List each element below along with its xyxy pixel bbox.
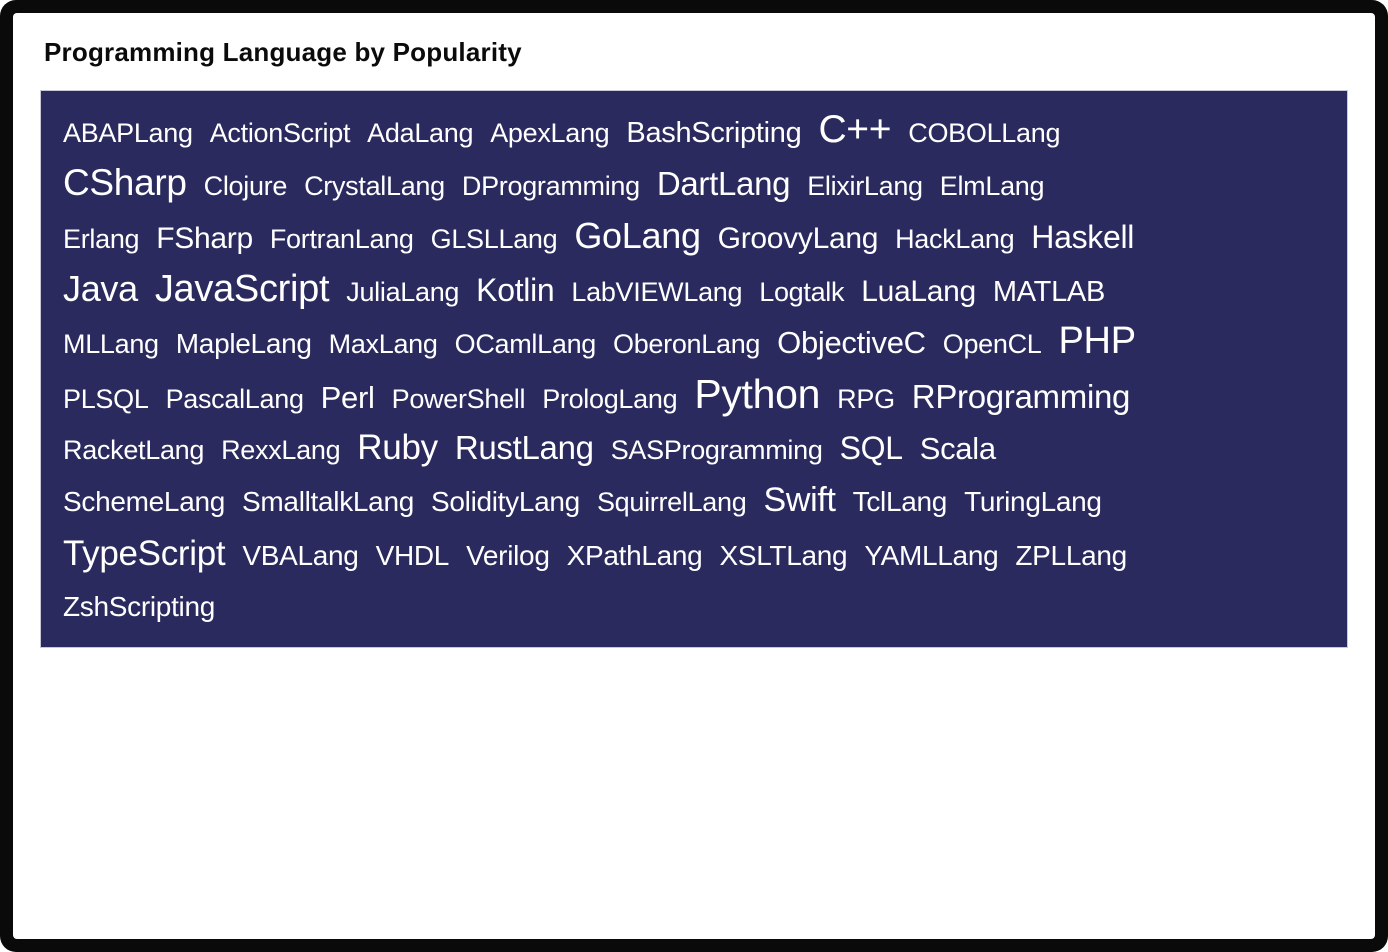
cloud-row: Erlang FSharp FortranLang GLSLLang GoLang Gro… — [63, 209, 1325, 262]
cloud-word[interactable]: Clojure — [203, 171, 288, 201]
cloud-row: PLSQL PascalLang Perl PowerShell PrologLang P… — [63, 368, 1325, 421]
chart-title: Programming Language by Popularity — [44, 37, 522, 67]
cloud-word[interactable]: CrystalLang — [304, 171, 445, 201]
cloud-word[interactable]: ABAPLang — [63, 118, 193, 148]
chart-card: Programming Language by Popularity ABAPL… — [13, 13, 1375, 939]
cloud-word[interactable]: RustLang — [454, 429, 594, 466]
cloud-row: CSharp Clojure CrystalLang DProgramming Dart… — [63, 156, 1325, 209]
cloud-word[interactable]: SchemeLang — [63, 486, 226, 517]
cloud-word[interactable]: MLLang — [63, 329, 159, 359]
cloud-row: ABAPLang ActionScript AdaLang ApexLang BashS… — [63, 103, 1325, 156]
cloud-word[interactable]: JuliaLang — [346, 277, 460, 307]
cloud-word[interactable]: SquirrelLang — [596, 487, 747, 517]
cloud-word[interactable]: COBOLLang — [908, 118, 1061, 148]
cloud-word[interactable]: GoLang — [574, 215, 701, 256]
cloud-word[interactable]: OberonLang — [613, 329, 761, 359]
cloud-word[interactable]: C++ — [818, 108, 892, 151]
cloud-word[interactable]: Logtalk — [759, 277, 845, 307]
cloud-word[interactable]: OCamlLang — [454, 329, 597, 359]
cloud-word[interactable]: XSLTLang — [719, 540, 848, 571]
cloud-word[interactable]: ZshScripting — [63, 591, 216, 622]
cloud-word[interactable]: ObjectiveC — [777, 325, 926, 360]
cloud-word[interactable]: FSharp — [156, 222, 253, 255]
cloud-word[interactable]: RPG — [837, 384, 895, 414]
cloud-word[interactable]: MATLAB — [992, 276, 1105, 308]
cloud-word[interactable]: DProgramming — [461, 171, 640, 201]
cloud-word[interactable]: Ruby — [357, 428, 438, 467]
cloud-word[interactable]: TclLang — [852, 486, 948, 517]
cloud-row: Java JavaScript JuliaLang Kotlin LabVIEWLang… — [63, 262, 1325, 315]
cloud-row: MLLang MapleLang MaxLang OCamlLang OberonLan… — [63, 315, 1325, 368]
cloud-word[interactable]: XPathLang — [566, 540, 703, 571]
cloud-word[interactable]: JavaScript — [154, 268, 330, 310]
cloud-word[interactable]: SmalltalkLang — [242, 486, 414, 517]
cloud-word[interactable]: Scala — [919, 431, 996, 466]
cloud-word[interactable]: PLSQL — [63, 384, 149, 414]
cloud-word[interactable]: ApexLang — [490, 118, 610, 148]
cloud-word[interactable]: BashScripting — [626, 117, 802, 149]
cloud-word[interactable]: AdaLang — [367, 118, 474, 148]
cloud-word[interactable]: MapleLang — [175, 328, 312, 359]
cloud-row: SchemeLang SmalltalkLang SolidityLang Squir… — [63, 474, 1325, 527]
cloud-word[interactable]: GLSLLang — [430, 224, 558, 254]
cloud-word[interactable]: TuringLang — [964, 486, 1102, 517]
cloud-word[interactable]: FortranLang — [269, 224, 414, 254]
cloud-word[interactable]: CSharp — [63, 162, 187, 203]
cloud-word[interactable]: LabVIEWLang — [571, 277, 743, 307]
cloud-word[interactable]: VBALang — [242, 540, 359, 571]
cloud-word[interactable]: SQL — [839, 430, 903, 466]
cloud-word[interactable]: PowerShell — [391, 384, 526, 414]
word-cloud: ABAPLang ActionScript AdaLang ApexLang BashS… — [40, 90, 1348, 648]
cloud-word[interactable]: SASProgramming — [610, 435, 823, 465]
cloud-word[interactable]: PHP — [1058, 320, 1137, 362]
cloud-word[interactable]: SolidityLang — [431, 486, 580, 517]
cloud-word[interactable]: HackLang — [895, 224, 1015, 254]
cloud-word[interactable]: Swift — [763, 481, 836, 519]
cloud-word[interactable]: Haskell — [1031, 219, 1135, 255]
cloud-row: ZshScripting — [63, 580, 1325, 633]
cloud-word[interactable]: OpenCL — [942, 329, 1042, 359]
cloud-word[interactable]: Kotlin — [476, 272, 555, 308]
cloud-word[interactable]: PascalLang — [165, 384, 304, 414]
cloud-word[interactable]: GroovyLang — [717, 222, 879, 255]
cloud-word[interactable]: MaxLang — [328, 329, 438, 359]
cloud-word[interactable]: ElmLang — [939, 171, 1045, 201]
cloud-word[interactable]: ElixirLang — [807, 171, 923, 201]
cloud-word[interactable]: Verilog — [466, 540, 550, 571]
cloud-row: RacketLang RexxLang Ruby RustLang SASProgram… — [63, 421, 1325, 474]
cloud-word[interactable]: VHDL — [375, 540, 450, 571]
cloud-word[interactable]: RacketLang — [63, 435, 205, 465]
cloud-word[interactable]: Perl — [320, 380, 375, 415]
cloud-word[interactable]: YAMLLang — [864, 540, 999, 571]
cloud-word[interactable]: RexxLang — [221, 435, 341, 465]
cloud-word[interactable]: RProgramming — [911, 378, 1131, 415]
cloud-word[interactable]: Python — [694, 371, 821, 417]
cloud-word[interactable]: ZPLLang — [1015, 540, 1127, 571]
cloud-word[interactable]: LuaLang — [861, 275, 976, 308]
cloud-word[interactable]: Erlang — [63, 224, 140, 254]
cloud-row: TypeScript VBALang VHDL Verilog XPathLang XSL… — [63, 527, 1325, 580]
cloud-word[interactable]: Java — [63, 268, 138, 309]
cloud-word[interactable]: PrologLang — [542, 384, 678, 414]
cloud-word[interactable]: TypeScript — [63, 534, 226, 573]
cloud-word[interactable]: DartLang — [656, 165, 791, 202]
cloud-word[interactable]: ActionScript — [209, 118, 351, 148]
